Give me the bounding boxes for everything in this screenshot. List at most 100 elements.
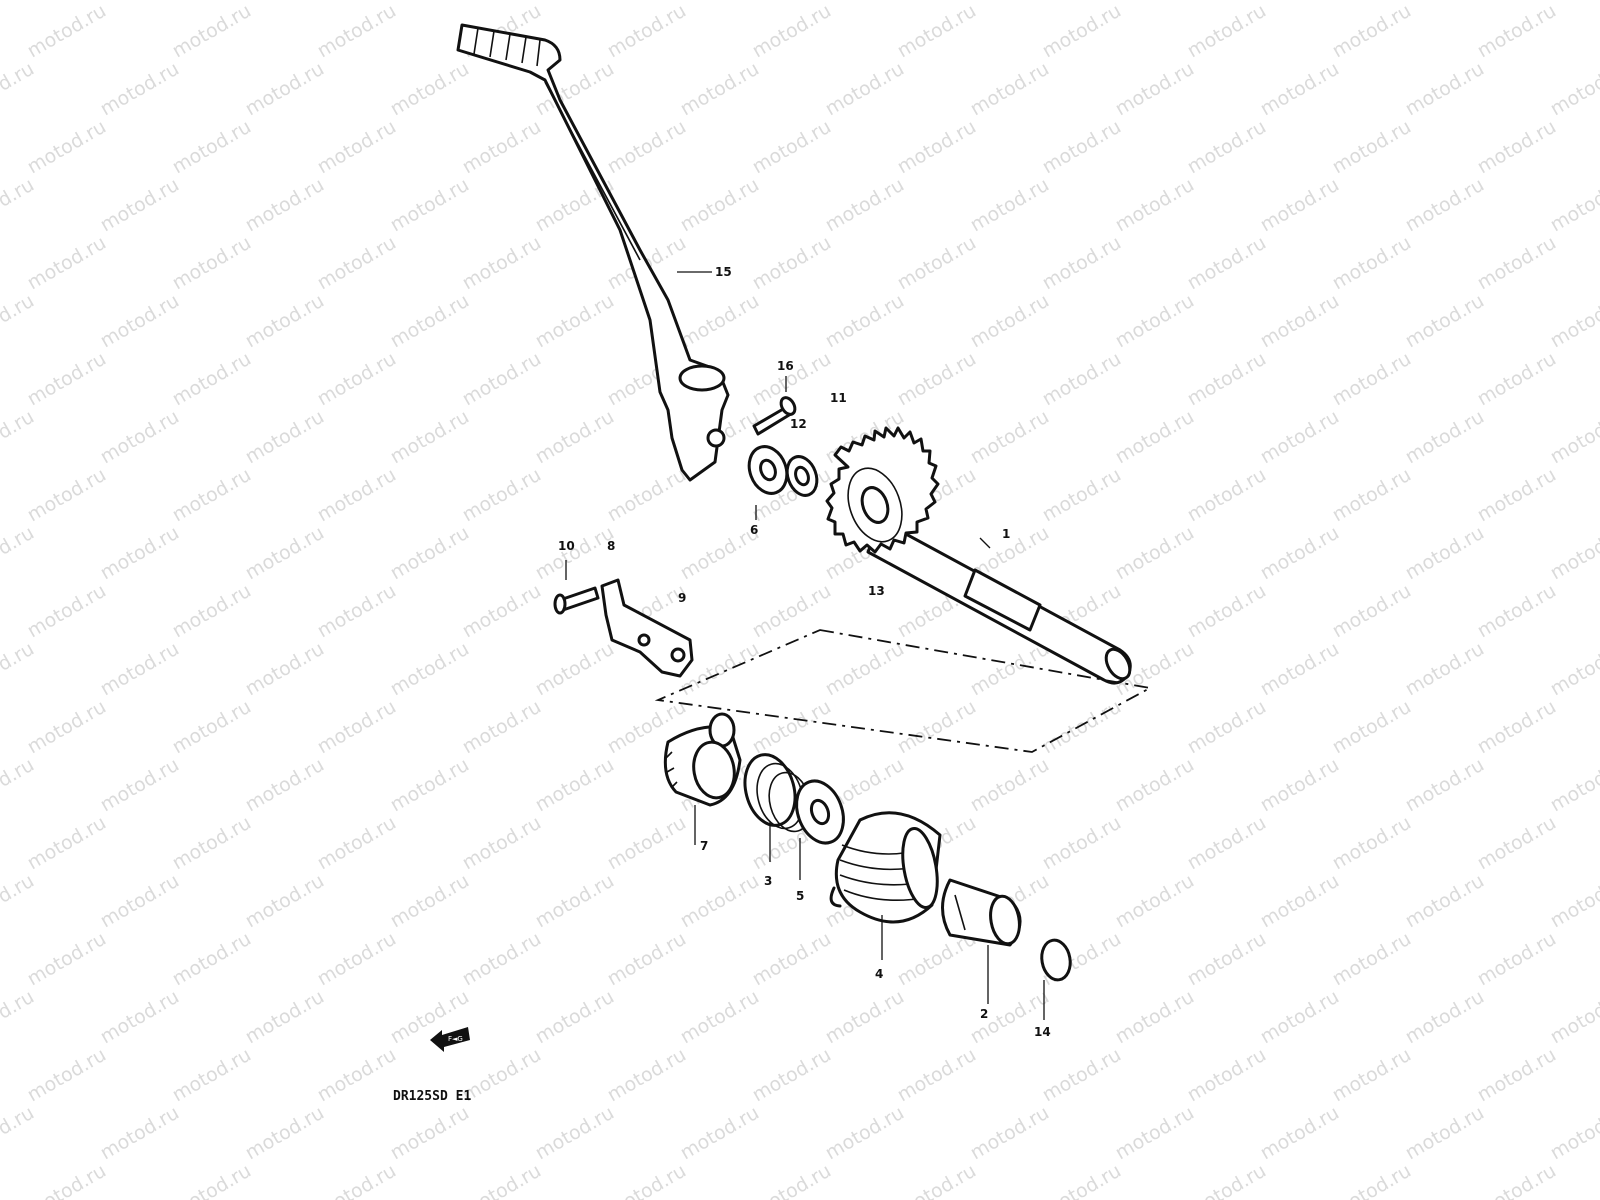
watermark-text: motod.ru — [1257, 58, 1343, 121]
watermark-text: motod.ru — [1547, 638, 1600, 701]
watermark-text: motod.ru — [24, 812, 110, 875]
watermark-text: motod.ru — [387, 522, 473, 585]
watermark-text: motod.ru — [894, 1044, 980, 1107]
watermark-text: motod.ru — [24, 464, 110, 527]
watermark-text: motod.ru — [1402, 522, 1488, 585]
watermark-text: motod.ru — [894, 348, 980, 411]
watermark-text: motod.ru — [604, 928, 690, 991]
watermark-text: motod.ru — [604, 1160, 690, 1200]
watermark-text: motod.ru — [1329, 116, 1415, 179]
watermark-text: motod.ru — [97, 754, 183, 817]
watermark-text: motod.ru — [97, 1102, 183, 1165]
watermark-text: motod.ru — [1474, 1160, 1560, 1200]
watermark-text: motod.ru — [1112, 870, 1198, 933]
watermark-text: motod.ru — [677, 986, 763, 1049]
watermark-text: motod.ru — [1184, 812, 1270, 875]
watermark-text: motod.ru — [1257, 870, 1343, 933]
watermark-text: motod.ru — [1184, 928, 1270, 991]
watermark-text: motod.ru — [0, 174, 38, 237]
watermark-text: motod.ru — [459, 928, 545, 991]
watermark-text: motod.ru — [1039, 116, 1125, 179]
watermark-text: motod.ru — [459, 464, 545, 527]
spring-guide-2-drawing — [941, 878, 1022, 947]
watermark-text: motod.ru — [169, 0, 255, 62]
watermark-text: motod.ru — [532, 638, 618, 701]
watermark-text: motod.ru — [169, 696, 255, 759]
watermark-text: motod.ru — [97, 406, 183, 469]
watermark-text: motod.ru — [459, 1160, 545, 1200]
watermark-text: motod.ru — [1257, 522, 1343, 585]
watermark-text: motod.ru — [242, 0, 328, 4]
screw-10-drawing — [553, 586, 600, 615]
watermark-text: motod.ru — [1329, 696, 1415, 759]
watermark-text: motod.ru — [604, 0, 690, 62]
watermark-text: motod.ru — [822, 638, 908, 701]
watermark-text: motod.ru — [0, 1102, 38, 1165]
watermark-text: motod.ru — [1402, 58, 1488, 121]
watermark-text: motod.ru — [1112, 754, 1198, 817]
watermark-text: motod.ru — [532, 290, 618, 353]
callout-5: 5 — [796, 889, 804, 903]
watermark-text: motod.ru — [242, 638, 328, 701]
watermark-text: motod.ru — [314, 0, 400, 62]
callout-4: 4 — [875, 967, 883, 981]
watermark-text: motod.ru — [822, 1102, 908, 1165]
watermark-text: motod.ru — [1402, 638, 1488, 701]
watermark-text: motod.ru — [1184, 1160, 1270, 1200]
watermark-text: motod.ru — [1257, 986, 1343, 1049]
watermark-text: motod.ru — [1474, 232, 1560, 295]
watermark-text: motod.ru — [242, 290, 328, 353]
watermark-text: motod.ru — [24, 0, 110, 62]
watermark-text: motod.ru — [387, 870, 473, 933]
watermark-text: motod.ru — [1547, 522, 1600, 585]
watermark-text: motod.ru — [387, 58, 473, 121]
watermark-text: motod.ru — [1474, 928, 1560, 991]
watermark-text: motod.ru — [1329, 232, 1415, 295]
watermark-text: motod.ru — [1039, 1160, 1125, 1200]
watermark-text: motod.ru — [822, 290, 908, 353]
kick-starter-shaft-drawing — [825, 426, 1132, 685]
watermark-text: motod.ru — [97, 986, 183, 1049]
watermark-text: motod.ru — [749, 116, 835, 179]
circlip-14-drawing — [1040, 938, 1072, 982]
watermark-text: motod.ru — [169, 1044, 255, 1107]
watermark-text: motod.ru — [822, 0, 908, 4]
watermark-text: motod.ru — [1402, 870, 1488, 933]
watermark-text: motod.ru — [1329, 464, 1415, 527]
watermark-text: motod.ru — [1329, 580, 1415, 643]
watermark-text: motod.ru — [314, 348, 400, 411]
watermark-text: motod.ru — [0, 58, 38, 121]
watermark-text: motod.ru — [1184, 580, 1270, 643]
watermark-text: motod.ru — [967, 0, 1053, 4]
watermark-text: motod.ru — [1112, 58, 1198, 121]
watermark-text: motod.ru — [604, 116, 690, 179]
watermark-text: motod.ru — [387, 0, 473, 4]
watermark-text: motod.ru — [169, 464, 255, 527]
callout-11: 11 — [830, 391, 847, 405]
watermark-text: motod.ru — [242, 870, 328, 933]
watermark-text: motod.ru — [1547, 290, 1600, 353]
watermark-text: motod.ru — [314, 696, 400, 759]
watermark-text: motod.ru — [24, 1044, 110, 1107]
watermark-text: motod.ru — [1112, 1102, 1198, 1165]
callout-15: 15 — [715, 265, 732, 279]
watermark-text: motod.ru — [97, 522, 183, 585]
watermark-text: motod.ru — [1112, 0, 1198, 4]
watermark-text: motod.ru — [242, 58, 328, 121]
watermark-text: motod.ru — [1402, 1102, 1488, 1165]
callout-1: 1 — [1002, 527, 1010, 541]
ring-12-drawing — [785, 455, 819, 497]
watermark-text: motod.ru — [967, 174, 1053, 237]
watermark-text: motod.ru — [169, 812, 255, 875]
watermark-text: motod.ru — [169, 1160, 255, 1200]
watermark-text: motod.ru — [1257, 0, 1343, 4]
watermark-text: motod.ru — [242, 406, 328, 469]
watermark-text: motod.ru — [749, 928, 835, 991]
watermark-text: motod.ru — [1547, 406, 1600, 469]
watermark-text: motod.ru — [24, 696, 110, 759]
watermark-text: motod.ru — [1257, 1102, 1343, 1165]
watermark-text: motod.ru — [749, 1160, 835, 1200]
assembly-dashed-outline — [654, 629, 1153, 753]
watermark-text: motod.ru — [822, 986, 908, 1049]
